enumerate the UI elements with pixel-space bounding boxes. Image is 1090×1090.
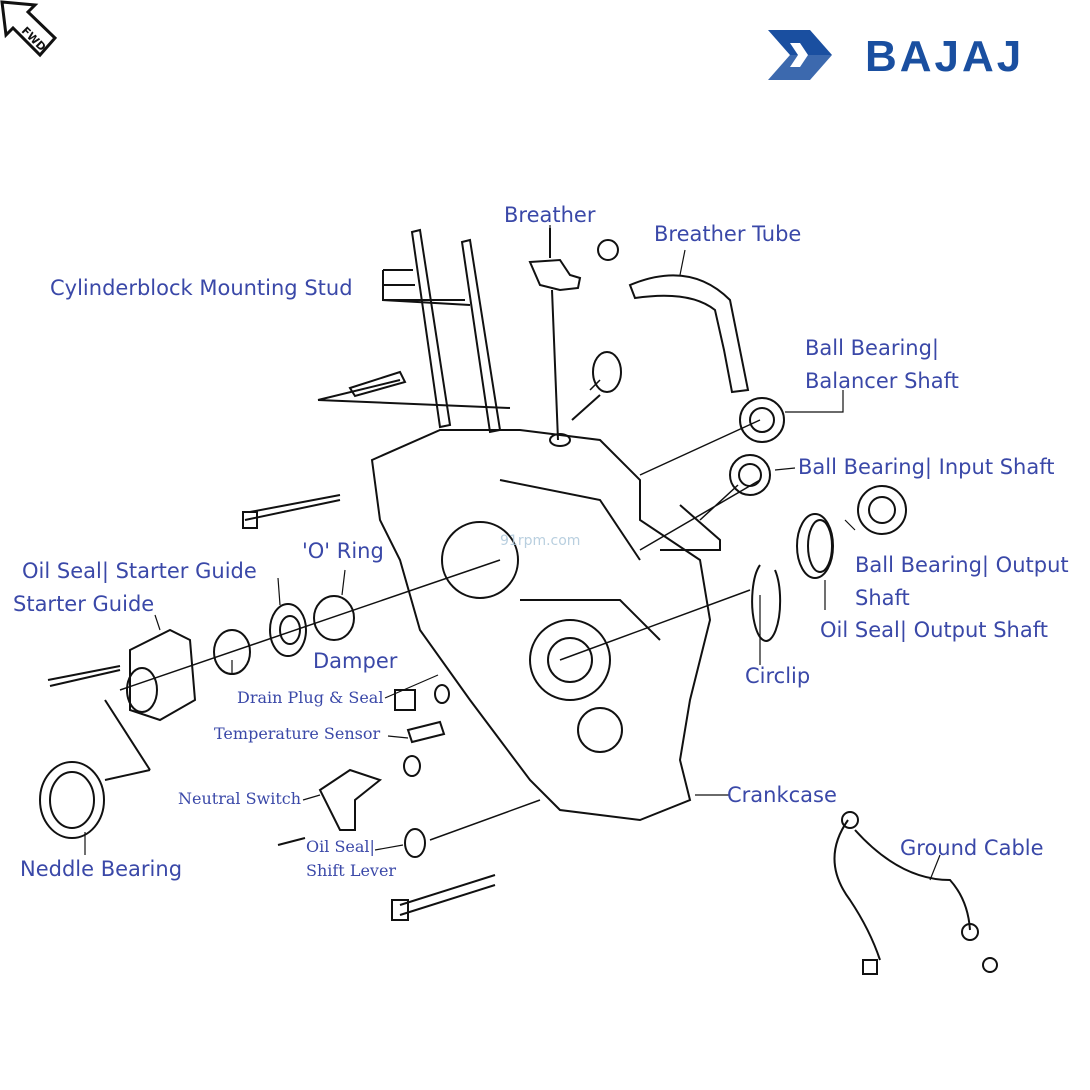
neutral-switch — [318, 768, 383, 831]
bolt — [348, 370, 407, 398]
label-breather: Breather — [504, 203, 596, 227]
label-oil-seal-output: Oil Seal| Output Shaft — [820, 618, 1048, 642]
label-bb-output-1: Ball Bearing| Output — [855, 553, 1069, 577]
breather-tube — [628, 274, 750, 394]
leader-line — [571, 394, 721, 551]
label-oil-seal-shift-1: Oil Seal| — [306, 837, 375, 856]
label-o-ring: 'O' Ring — [302, 539, 384, 563]
watermark: 91rpm.com — [500, 533, 581, 549]
ground-cable — [833, 819, 971, 961]
bajaj-wordmark: BAJAJ — [865, 32, 1025, 81]
bolt — [399, 874, 496, 916]
cable-terminal — [961, 923, 979, 941]
oil-seal-starter — [269, 603, 307, 657]
drain-plug — [394, 689, 416, 711]
needle-bearing — [39, 761, 105, 839]
cable-terminal — [841, 811, 859, 829]
label-oil-seal-starter: Oil Seal| Starter Guide — [22, 559, 257, 583]
label-bb-input: Ball Bearing| Input Shaft — [798, 455, 1055, 479]
washer — [403, 755, 421, 777]
label-damper: Damper — [313, 649, 398, 673]
label-drain-plug: Drain Plug & Seal — [237, 688, 384, 707]
label-bb-output-2: Shaft — [855, 586, 910, 610]
breather — [528, 258, 582, 292]
circlip — [751, 564, 782, 642]
breather-clip — [597, 239, 619, 261]
label-mounting-stud: Cylinderblock Mounting Stud — [50, 276, 353, 300]
label-circlip: Circlip — [745, 664, 811, 688]
starter-guide-bore — [126, 667, 158, 713]
ball-bearing-output — [857, 485, 907, 535]
label-neddle-bearing: Neddle Bearing — [20, 857, 183, 881]
washer — [982, 957, 998, 973]
drain-plug-seal — [434, 684, 450, 704]
oil-seal-shift — [404, 828, 426, 858]
label-bb-balancer-2: Balancer Shaft — [805, 369, 959, 393]
oil-seal-output — [796, 513, 834, 579]
screw — [47, 665, 121, 687]
label-bb-balancer-1: Ball Bearing| — [805, 336, 939, 360]
leader-line — [317, 379, 511, 409]
label-oil-seal-shift-2: Shift Lever — [306, 861, 397, 880]
label-neutral-switch: Neutral Switch — [178, 789, 302, 808]
bajaj-logo-icon — [768, 30, 832, 80]
ball-bearing-input — [729, 454, 771, 496]
bolt-head — [391, 899, 409, 921]
temperature-sensor — [406, 720, 446, 744]
mounting-studs — [382, 228, 502, 434]
leader-line — [104, 699, 151, 781]
leader-lines — [84, 225, 941, 881]
label-breather-tube: Breather Tube — [654, 222, 802, 246]
seal-top — [592, 351, 622, 393]
label-starter-guide: Starter Guide — [13, 592, 155, 616]
o-ring — [313, 595, 355, 641]
label-ground-cable: Ground Cable — [900, 836, 1044, 860]
ball-bearing-balancer — [739, 397, 785, 443]
starter-guide — [129, 628, 197, 722]
bolt — [244, 494, 341, 521]
label-crankcase: Crankcase — [727, 783, 837, 807]
shaft-lines — [119, 379, 761, 841]
fwd-arrow-icon: FWD — [0, 0, 58, 58]
label-temp-sensor: Temperature Sensor — [214, 724, 381, 743]
crankcase-body — [370, 429, 712, 822]
screw — [277, 837, 306, 846]
bolt-head — [242, 511, 258, 529]
cable-connector — [862, 959, 878, 975]
